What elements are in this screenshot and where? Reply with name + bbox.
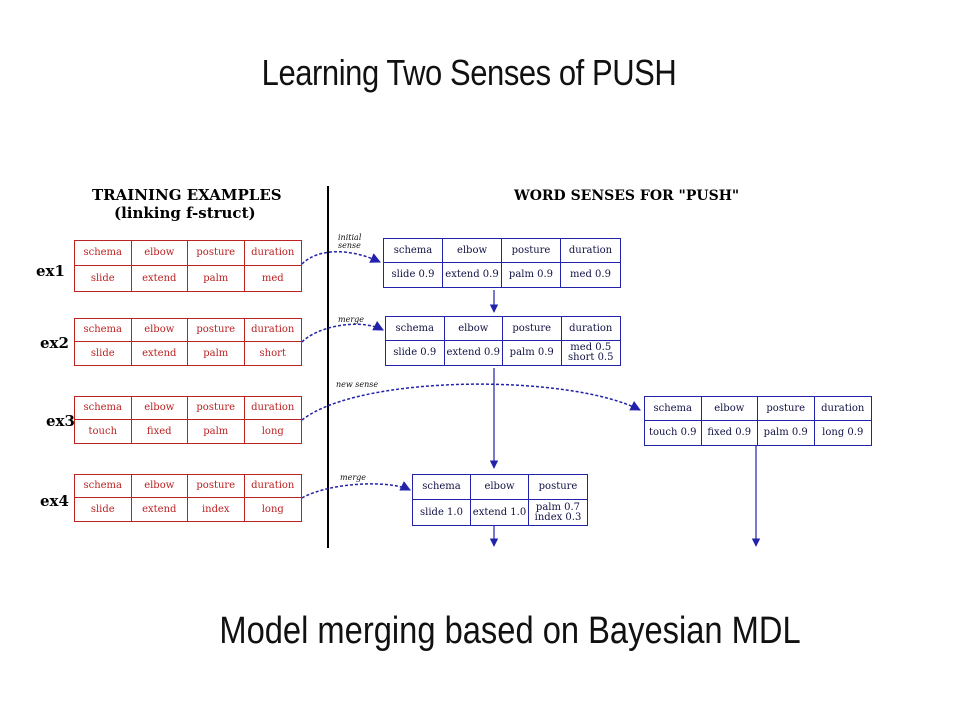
fstruct-key: posture (758, 397, 815, 421)
label-new-sense: new sense (336, 380, 379, 389)
fstruct-key: elbow (701, 397, 758, 421)
fstruct-value: fixed (132, 420, 188, 443)
fstruct-value: palm 0.9 (502, 263, 561, 287)
fstruct-value: palm 0.7 index 0.3 (534, 501, 582, 523)
fstruct-value: palm 0.9 (758, 421, 815, 445)
fstruct-key: duration (244, 475, 301, 498)
arrow-merge-1 (301, 320, 384, 343)
fstruct-value: fixed 0.9 (702, 421, 758, 445)
fstruct-key: posture (188, 475, 245, 498)
arrow-merge-2 (301, 481, 411, 499)
slide-subtitle: Model merging based on Bayesian MDL (219, 610, 801, 652)
fstruct-value: slide (75, 498, 132, 521)
fstruct-key: schema (384, 239, 443, 263)
fstruct-value: long (261, 503, 284, 515)
fstruct-key: posture (188, 397, 245, 420)
fstruct-value: slide 0.9 (384, 263, 443, 287)
fstruct-key: elbow (131, 397, 188, 420)
word-sense-fstruct: schema elbow posture duration slide 0.9 … (383, 238, 621, 288)
word-sense-fstruct: schema elbow posture duration slide 0.9 … (385, 316, 621, 366)
example-label: ex4 (40, 492, 69, 510)
fstruct-key: schema (75, 475, 132, 498)
fstruct-value: extend 1.0 (471, 500, 529, 525)
fstruct-value: palm (188, 420, 245, 443)
fstruct-value: extend (132, 498, 188, 521)
fstruct-value: extend 0.9 (445, 341, 503, 365)
fstruct-value: extend (132, 266, 188, 291)
arrow-initial-sense (301, 251, 381, 265)
fstruct-key: schema (75, 319, 132, 342)
word-senses-header: WORD SENSES FOR "PUSH" (514, 188, 740, 204)
fstruct-key: elbow (443, 239, 502, 263)
fstruct-value: long (261, 425, 284, 437)
fstruct-key: schema (75, 241, 132, 266)
fstruct-value: palm (188, 266, 245, 291)
fstruct-key: posture (529, 475, 587, 500)
fstruct-key: schema (75, 397, 132, 420)
fstruct-value: med 0.9 (570, 269, 611, 280)
fstruct-key: duration (561, 317, 620, 341)
fstruct-value: slide (75, 266, 132, 291)
slide-title: Learning Two Senses of PUSH (261, 52, 677, 93)
example-fstruct: schema elbow posture duration slide exte… (74, 240, 302, 292)
label-initial-sense: initial sense (338, 233, 362, 250)
fstruct-key: schema (413, 475, 471, 500)
fstruct-key: posture (503, 317, 562, 341)
fstruct-key: duration (244, 397, 301, 420)
fstruct-key: duration (814, 397, 871, 421)
fstruct-value: long 0.9 (822, 427, 864, 438)
label-merge-2: merge (340, 473, 366, 482)
training-examples-subheader: (linking f-struct) (114, 204, 256, 222)
fstruct-key: elbow (131, 319, 188, 342)
fstruct-key: posture (188, 319, 245, 342)
example-fstruct: schema elbow posture duration slide exte… (74, 474, 302, 522)
fstruct-key: duration (244, 241, 301, 266)
arrow-new-sense (301, 383, 641, 421)
word-sense-fstruct: schema elbow posture slide 1.0 extend 1.… (412, 474, 588, 526)
fstruct-value: extend 0.9 (443, 263, 502, 287)
word-sense-fstruct: schema elbow posture duration touch 0.9 … (644, 396, 872, 446)
fstruct-value: extend (132, 342, 188, 365)
label-merge-1: merge (338, 315, 364, 324)
example-fstruct: schema elbow posture duration touch fixe… (74, 396, 302, 444)
fstruct-key: duration (244, 319, 301, 342)
fstruct-value: slide 1.0 (413, 500, 471, 525)
fstruct-key: elbow (444, 317, 503, 341)
fstruct-value: med (261, 272, 284, 284)
training-examples-header: TRAINING EXAMPLES (92, 186, 282, 204)
fstruct-key: duration (561, 239, 620, 263)
example-label: ex2 (40, 334, 69, 352)
fstruct-key: elbow (131, 241, 188, 266)
fstruct-value: short (259, 347, 286, 359)
fstruct-value: touch 0.9 (645, 421, 702, 445)
fstruct-value: slide 0.9 (386, 341, 445, 365)
fstruct-key: posture (502, 239, 561, 263)
fstruct-value: index (188, 498, 245, 521)
example-label: ex3 (46, 412, 75, 430)
fstruct-key: elbow (471, 475, 529, 500)
example-fstruct: schema elbow posture duration slide exte… (74, 318, 302, 366)
fstruct-value: slide (75, 342, 132, 365)
fstruct-value: palm 0.9 (503, 341, 562, 365)
fstruct-key: schema (386, 317, 445, 341)
fstruct-key: elbow (131, 475, 188, 498)
fstruct-value: touch (75, 420, 132, 443)
example-label: ex1 (36, 262, 65, 280)
fstruct-value: palm (188, 342, 245, 365)
fstruct-value: med 0.5 short 0.5 (568, 342, 614, 363)
fstruct-key: posture (188, 241, 245, 266)
fstruct-key: schema (645, 397, 702, 421)
